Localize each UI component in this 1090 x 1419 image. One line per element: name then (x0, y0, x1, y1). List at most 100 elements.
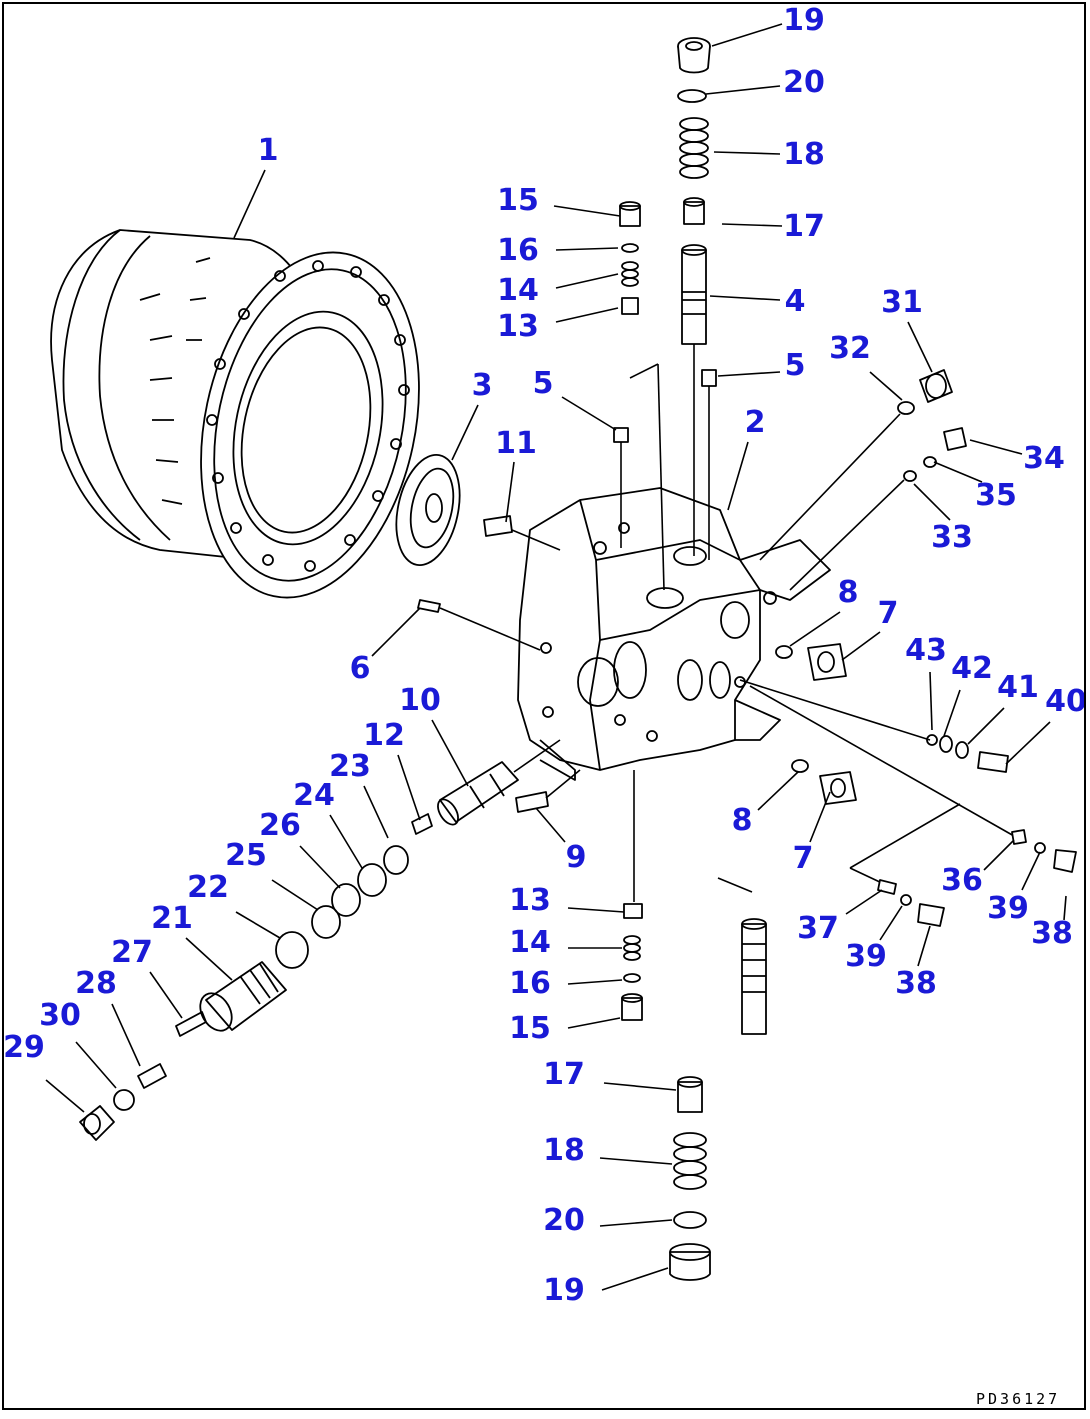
part-relief-valve-10 (437, 739, 561, 826)
leader-line-c1 (233, 169, 266, 239)
part-oring-32 (897, 401, 915, 415)
part-sensor-9 (515, 791, 549, 813)
leader-line-c13a (555, 307, 619, 323)
part-flange-7-upper (807, 643, 847, 681)
leader-line-c38b (1063, 895, 1067, 921)
callout-labels: 1234556778891011121313141415151616171718… (3, 3, 1087, 1308)
callout-c31: 31 (881, 285, 923, 320)
leader-line-c39b (1021, 851, 1041, 891)
part-plug-29 (79, 1105, 115, 1141)
leader-line-c26 (299, 845, 341, 889)
callout-c8a: 8 (838, 575, 859, 610)
callout-c8b: 8 (732, 803, 753, 838)
callout-c27: 27 (111, 935, 153, 970)
callout-c3: 3 (472, 368, 493, 403)
callout-c15a: 15 (497, 183, 539, 218)
part-ring-23 (383, 845, 409, 875)
part-plug-43 (926, 734, 938, 746)
leader-line-c6 (371, 607, 421, 657)
leader-line-c21 (185, 937, 233, 981)
callout-c2: 2 (745, 405, 766, 440)
leader-line-c34 (969, 439, 1023, 455)
leader-line-c10 (431, 719, 469, 787)
callout-c11: 11 (495, 426, 537, 461)
leader-line-c41 (967, 707, 1005, 745)
callout-c23: 23 (329, 749, 371, 784)
callout-c12: 12 (363, 718, 405, 753)
leader-line-c18a (713, 151, 781, 155)
leader-line-c16a (555, 247, 619, 251)
leader-line-c16b (567, 979, 623, 985)
callout-c35: 35 (975, 478, 1017, 513)
part-oring-8-upper (775, 645, 793, 659)
callout-c30: 30 (39, 998, 81, 1033)
part-spring-14-upper (621, 261, 639, 287)
part-spool-4 (681, 244, 707, 556)
part-ball-13-upper (621, 297, 639, 315)
part-plug-11 (483, 515, 513, 537)
part-spring-12 (411, 813, 433, 835)
callout-c33: 33 (931, 520, 973, 555)
callout-c14a: 14 (497, 273, 539, 308)
leader-line-c13b (567, 907, 625, 913)
part-plug-5-left (613, 427, 629, 443)
part-seat-17 (683, 197, 705, 225)
callout-c25: 25 (225, 838, 267, 873)
callout-c36: 36 (941, 863, 983, 898)
part-fitting-38-left (917, 903, 945, 927)
callout-c21: 21 (151, 901, 193, 936)
callout-c20a: 20 (783, 65, 825, 100)
callout-c14b: 14 (509, 925, 551, 960)
part-ring-26 (331, 883, 361, 917)
part-ball-13-lower (623, 903, 643, 919)
part-oring-20 (677, 89, 707, 103)
callout-c42: 42 (951, 651, 993, 686)
callout-c39a: 39 (845, 939, 887, 974)
callout-c38a: 38 (895, 966, 937, 1001)
housing-bolt-holes (206, 260, 410, 572)
part-pin-6 (417, 599, 441, 613)
part-spring-18 (679, 117, 709, 179)
leader-line-c39a (879, 905, 903, 941)
part-ring-22 (275, 931, 309, 969)
leader-line-c19b (601, 1267, 669, 1291)
leader-line-c42 (943, 689, 961, 737)
part-fitting-38-right (1053, 849, 1077, 873)
callout-c7b: 7 (793, 841, 814, 876)
callout-c15b: 15 (509, 1011, 551, 1046)
leader-line-c25 (271, 879, 319, 911)
leader-line-c7a (841, 631, 881, 661)
callout-c19a: 19 (783, 3, 825, 38)
part-ring-33 (903, 470, 917, 482)
callout-c6: 6 (350, 651, 371, 686)
leader-line-c8b (757, 771, 799, 811)
leader-line-c12 (397, 754, 421, 821)
leader-line-c14a (555, 273, 619, 289)
leader-line-c19a (711, 23, 783, 47)
leader-line-c17b (603, 1082, 677, 1091)
callout-c17b: 17 (543, 1057, 585, 1092)
part-plug-5-right (701, 369, 717, 387)
leader-line-c17a (721, 223, 783, 227)
callout-c16a: 16 (497, 233, 539, 268)
callout-c38b: 38 (1031, 916, 1073, 951)
part-seat-17-lower (677, 1076, 703, 1113)
part-plug-34 (943, 427, 967, 451)
part-plug-37 (877, 879, 897, 895)
leader-line-c7b (809, 791, 831, 843)
callout-c5a: 5 (533, 366, 554, 401)
part-cap-19-lower (669, 1243, 711, 1281)
leader-line-c35 (933, 461, 983, 483)
part-fitting-40 (977, 751, 1009, 773)
callout-c43: 43 (905, 633, 947, 668)
leader-line-c8a (789, 611, 841, 647)
leader-line-c31 (907, 321, 933, 373)
leader-line-c33 (913, 483, 951, 521)
leader-line-c32 (869, 371, 903, 401)
leader-line-c15b (567, 1017, 621, 1029)
callout-c40: 40 (1045, 684, 1087, 719)
leader-line-c30 (75, 1041, 117, 1089)
part-oring-8-lower (791, 759, 809, 773)
callout-c32: 32 (829, 331, 871, 366)
